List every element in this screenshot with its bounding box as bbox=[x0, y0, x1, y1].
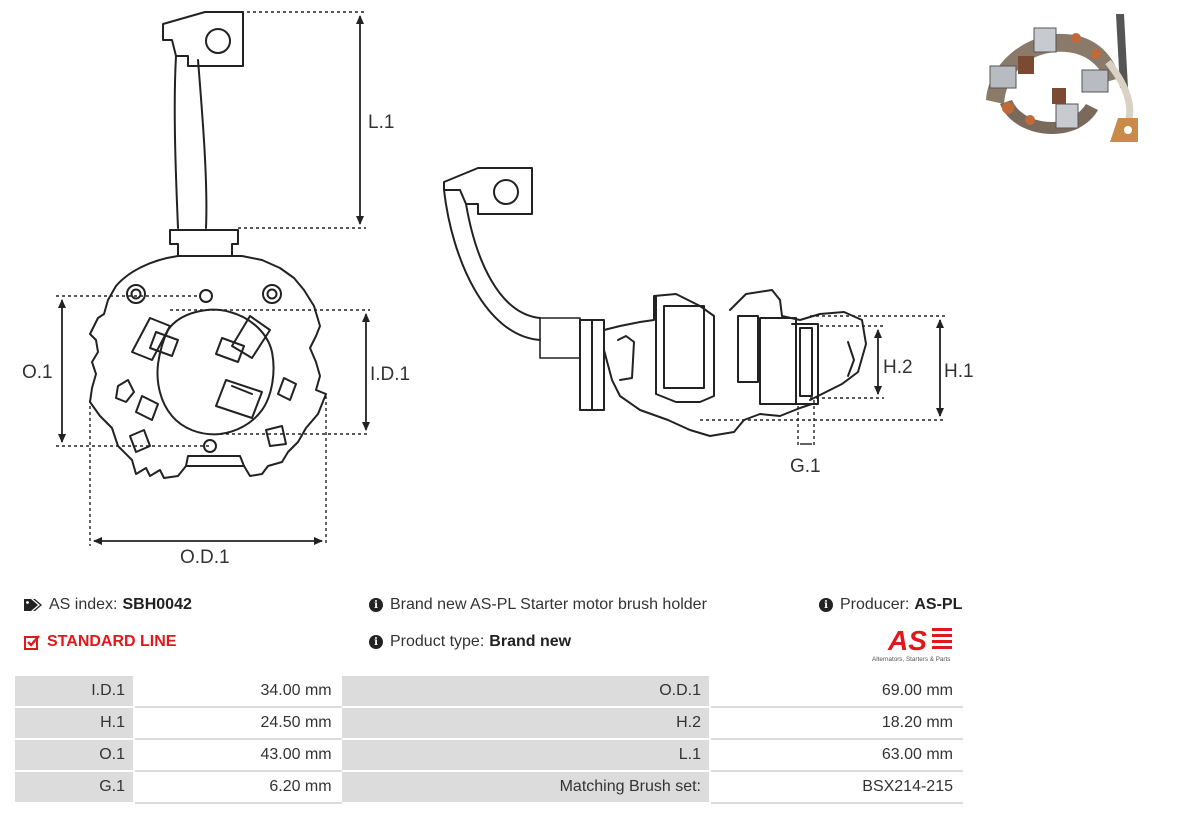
product-photo bbox=[986, 14, 1138, 142]
dim-label-h1: H.1 bbox=[944, 361, 974, 382]
side-view bbox=[443, 167, 867, 437]
spec-key: Matching Brush set: bbox=[339, 770, 712, 804]
dim-label-od1: O.D.1 bbox=[180, 547, 230, 568]
info-circle-icon: i bbox=[369, 635, 383, 649]
as-index-value: SBH0042 bbox=[122, 596, 192, 613]
description-row: i Brand new AS-PL Starter motor brush ho… bbox=[369, 596, 707, 614]
as-pl-logo: AS Alternators, Starters & Parts bbox=[872, 625, 952, 663]
product-type-row: i Product type: Brand new bbox=[369, 633, 571, 651]
info-circle-icon: i bbox=[819, 598, 833, 612]
spec-key: H.1 bbox=[12, 706, 136, 740]
standard-line-badge: STANDARD LINE bbox=[24, 633, 176, 651]
producer-label: Producer: bbox=[840, 596, 910, 613]
producer-value: AS-PL bbox=[914, 596, 963, 613]
table-row: G.1 6.20 mm Matching Brush set: BSX214-2… bbox=[12, 770, 963, 804]
product-type-label: Product type: bbox=[390, 633, 485, 650]
specs-table: I.D.1 34.00 mm O.D.1 69.00 mm H.1 24.50 … bbox=[12, 674, 963, 804]
spec-value: 34.00 mm bbox=[133, 674, 342, 708]
spec-key: I.D.1 bbox=[12, 674, 136, 708]
standard-line-label: STANDARD LINE bbox=[47, 633, 177, 650]
check-square-icon bbox=[24, 634, 40, 650]
table-row: H.1 24.50 mm H.2 18.20 mm bbox=[12, 706, 963, 740]
table-row: O.1 43.00 mm L.1 63.00 mm bbox=[12, 738, 963, 772]
spec-key: O.D.1 bbox=[339, 674, 712, 708]
spec-value: BSX214-215 bbox=[709, 770, 963, 804]
dim-label-h2: H.2 bbox=[883, 357, 913, 378]
spec-value: 69.00 mm bbox=[709, 674, 963, 708]
logo-tagline: Alternators, Starters & Parts bbox=[872, 656, 950, 663]
spec-key: G.1 bbox=[12, 770, 136, 804]
front-view bbox=[89, 11, 327, 479]
dim-label-o1: O.1 bbox=[22, 362, 53, 383]
spec-value: 24.50 mm bbox=[133, 706, 342, 740]
table-row: I.D.1 34.00 mm O.D.1 69.00 mm bbox=[12, 674, 963, 708]
spec-value: 6.20 mm bbox=[133, 770, 342, 804]
as-index-row: AS index: SBH0042 bbox=[24, 596, 192, 614]
as-index-label: AS index: bbox=[49, 596, 118, 613]
dim-label-id1: I.D.1 bbox=[370, 364, 410, 385]
spec-key: L.1 bbox=[339, 738, 712, 772]
info-circle-icon: i bbox=[369, 598, 383, 612]
logo-mark: AS bbox=[887, 625, 927, 656]
spec-key: O.1 bbox=[12, 738, 136, 772]
spec-value: 18.20 mm bbox=[709, 706, 963, 740]
spec-value: 43.00 mm bbox=[133, 738, 342, 772]
producer-row: i Producer: AS-PL bbox=[819, 596, 962, 614]
spec-value: 63.00 mm bbox=[709, 738, 963, 772]
dim-label-g1: G.1 bbox=[790, 456, 821, 477]
tags-icon bbox=[24, 599, 42, 611]
description-text: Brand new AS-PL Starter motor brush hold… bbox=[390, 596, 707, 613]
dim-label-l1: L.1 bbox=[368, 112, 394, 133]
technical-drawing: L.1 O.1 I.D.1 O.D.1 H.2 H.1 G.1 bbox=[22, 11, 974, 568]
product-type-value: Brand new bbox=[489, 633, 572, 650]
spec-key: H.2 bbox=[339, 706, 712, 740]
